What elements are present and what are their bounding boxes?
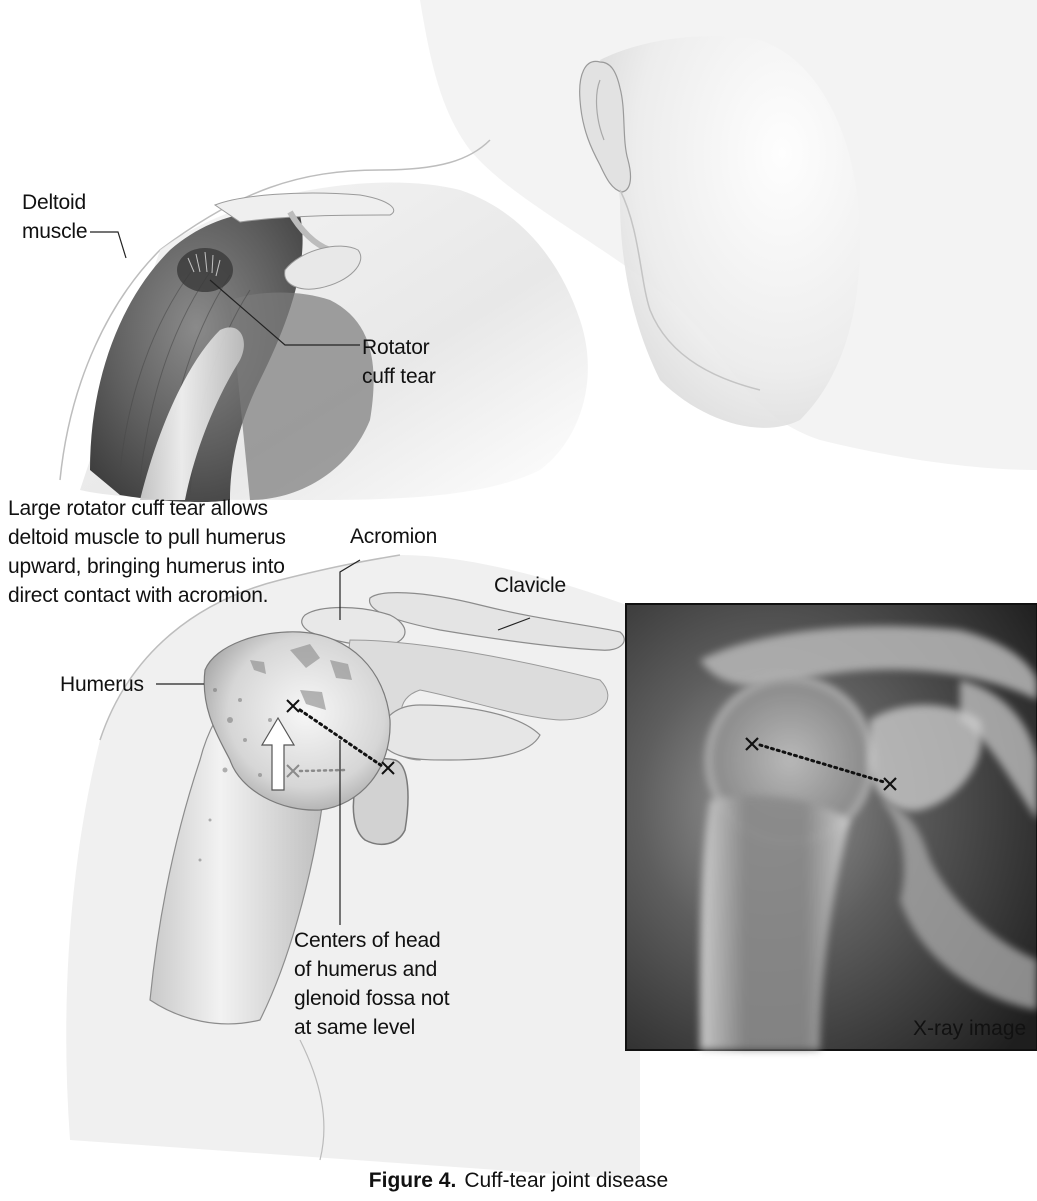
humerus-label: Humerus: [60, 670, 144, 699]
figure-caption: Figure 4. Cuff-tear joint disease: [0, 1169, 1037, 1193]
deltoid-leader: [90, 232, 126, 258]
upper-shoulder-figure: [60, 0, 1037, 502]
deltoid-muscle-label: Deltoid muscle: [22, 188, 87, 246]
acromion-label: Acromion: [350, 522, 437, 551]
figure-number: Figure 4.: [369, 1169, 457, 1192]
clavicle-label: Clavicle: [494, 571, 566, 600]
xray-image-caption: X-ray image: [913, 1015, 1026, 1043]
rotator-cuff-tear-label: Rotator cuff tear: [362, 333, 436, 391]
lower-shoulder-figure: [66, 555, 640, 1180]
figure-title: Cuff-tear joint disease: [464, 1169, 668, 1192]
xray-panel: [626, 604, 1037, 1050]
large-tear-note: Large rotator cuff tear allows deltoid m…: [8, 494, 286, 610]
centers-note: Centers of head of humerus and glenoid f…: [294, 926, 449, 1042]
